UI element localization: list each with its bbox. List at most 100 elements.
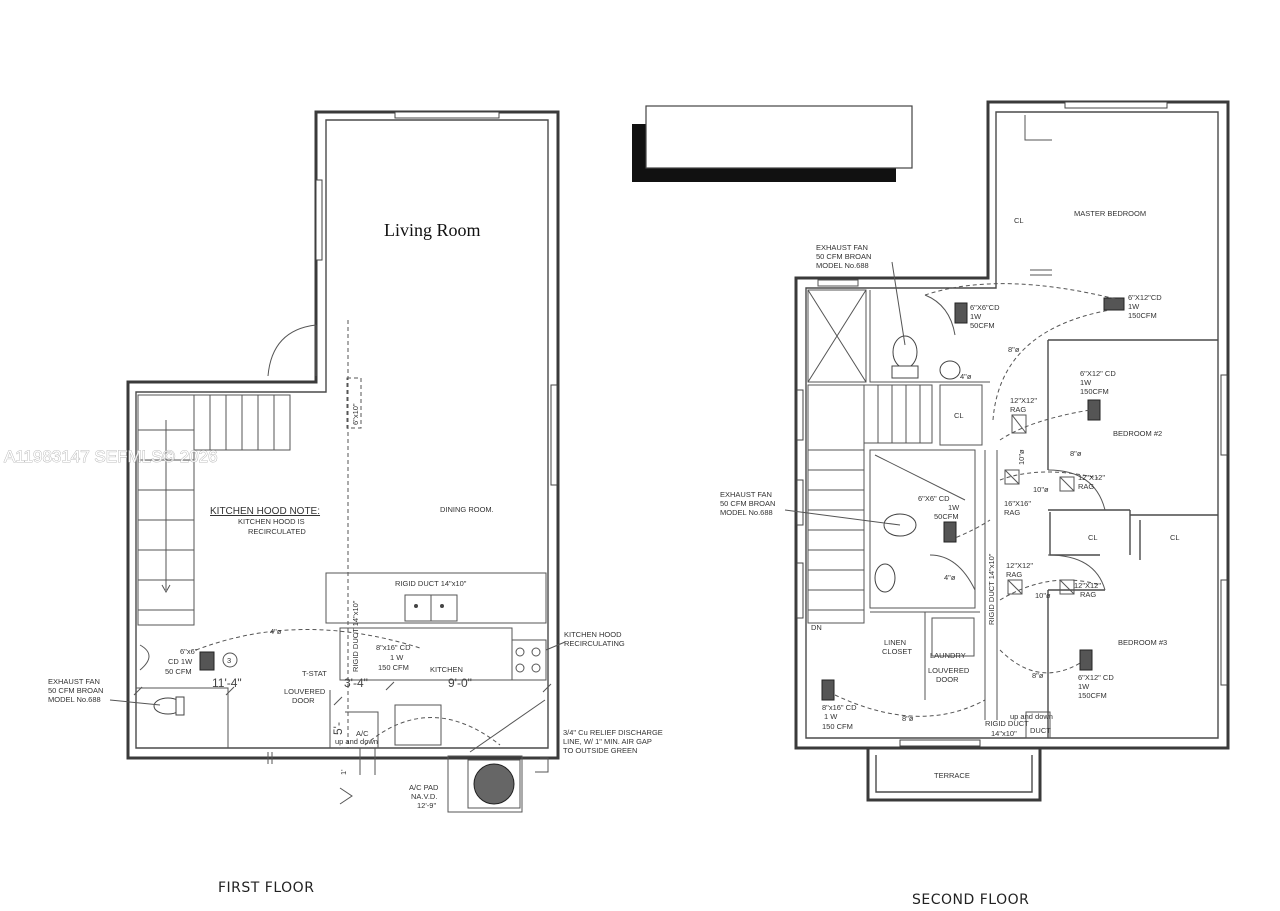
rag-2-line-2: RAG [1078,482,1094,491]
kitchen-label: KITCHEN [430,665,463,674]
bed3-cd-line-2: 1W [1078,682,1090,691]
bed2-cd-line-3: 150CFM [1080,387,1109,396]
duct-label: DUCT [1030,726,1051,735]
bed3-cd-line-3: 150CFM [1078,691,1107,700]
duct-10-vertical: 10"ø [1017,449,1026,465]
kitchen-hood-note-line-2: RECIRCULATED [248,527,306,536]
upper-cd-6x6-line-1: 6"X6"CD [970,303,1000,312]
master-cd-line-3: 150CFM [1128,311,1157,320]
duct-8-b: 8"ø [1070,449,1082,458]
first-floor-up-and-down: up and down [335,737,378,746]
rag-16-line-2: RAG [1004,508,1020,517]
relief-discharge-line-3: TO OUTSIDE GREEN [563,746,637,755]
relief-discharge-line-2: LINE, W/ 1" MIN. AIR GAP [563,737,652,746]
first-floor-exhaust-fan-line-3: MODEL No.688 [48,695,101,704]
lower-cd-6x6-line-1: 6"X6" CD [918,494,950,503]
duct-10-b: 10"ø [1035,591,1051,600]
second-floor-rigid-duct-vertical: RIGID DUCT 14"x10" [987,553,996,625]
master-cd-line-2: 1W [1128,302,1140,311]
dimension-1: 1' [339,769,348,775]
master-closet-label: CL [1014,216,1024,225]
first-floor-cd-6x6-line-1: 6"x6" [180,647,198,656]
rag-2-line-1: 12"X12" [1078,473,1105,482]
kitchen-hood-recirc-line-2: RECIRCULATING [564,639,625,648]
ac-pad-line-1: A/C PAD [409,783,439,792]
second-floor-stairs [807,384,933,624]
first-floor-circle-number: 3 [227,656,231,665]
laundry-label: LAUNDRY [930,651,966,660]
lower-cd-6x6-line-2: 1W [948,503,960,512]
second-floor-cd-8x16-line-2: 1 W [824,712,838,721]
rag-1-line-1: 12"X12" [1010,396,1037,405]
duct-8-d: 8"ø [902,714,914,723]
lower-exhaust-fan-line-2: 50 CFM BROAN [720,499,775,508]
kitchen-hood-note-heading: KITCHEN HOOD NOTE: [210,506,320,517]
second-floor-up-and-down: up and down [1010,712,1053,721]
rigid-duct-vertical-label: RIGID DUCT 14"x10" [351,600,360,672]
duct-4-a: 4"ø [960,372,972,381]
second-floor-louvered-door-line-1: LOUVERED [928,666,970,675]
bedroom-2-label: BEDROOM #2 [1113,429,1162,438]
lower-exhaust-fan-line-3: MODEL No.688 [720,508,773,517]
stairs-down-label: DN [811,623,822,632]
first-floor-cd-6x6-line-3: 50 CFM [165,667,192,676]
second-floor-cd-8x16-line-1: 8"x16" CD [822,703,857,712]
first-floor-exhaust-fan-line-1: EXHAUST FAN [48,677,100,686]
first-floor-cd-8x16-line-2: 1 W [390,653,404,662]
rag-3-line-2: RAG [1006,570,1022,579]
second-floor-cd-8x16-line-3: 150 CFM [822,722,853,731]
second-floor-title: SECOND FLOOR [912,892,1029,908]
linen-closet-line-2: CLOSET [882,647,912,656]
first-floor-plan [126,110,560,813]
terrace-label: TERRACE [934,771,970,780]
duct-4-b: 4"ø [944,573,956,582]
master-cd-line-1: 6"X12"CD [1128,293,1162,302]
upper-exhaust-fan-line-1: EXHAUST FAN [816,243,868,252]
upper-exhaust-fan-line-3: MODEL No.688 [816,261,869,270]
linen-closet-line-1: LINEN [884,638,906,647]
rigid-duct-horizontal-label: RIGID DUCT 14"x10" [395,579,467,588]
duct-10-a: 10"ø [1033,485,1049,494]
rag-1-line-2: RAG [1010,405,1026,414]
relief-discharge-line-1: 3/4" Cu RELIEF DISCHARGE [563,728,663,737]
rag-4-line-2: RAG [1080,590,1096,599]
first-floor-exhaust-fan-line-2: 50 CFM BROAN [48,686,103,695]
lower-cd-6x6-line-3: 50CFM [934,512,959,521]
mls-watermark: A11983147 SEFMLS© 2026 [4,447,218,466]
stair-closet-label: CL [954,411,964,420]
first-floor-louvered-door-line-1: LOUVERED [284,687,326,696]
rigid-duct-bottom-line-1: RIGID DUCT [985,719,1029,728]
bed2-cd-line-2: 1W [1080,378,1092,387]
duct-drop-label: 6"x10" [351,403,360,425]
kitchen-hood-recirc-line-1: KITCHEN HOOD [564,630,622,639]
first-floor-title: FIRST FLOOR [218,880,314,896]
ac-pad-line-2: NA.V.D. [411,792,437,801]
rag-16-line-1: 16"X16" [1004,499,1031,508]
bed3-cd-line-1: 6"X12" CD [1078,673,1114,682]
ac-pad-line-3: 12'-9" [417,801,436,810]
duct-8-a: 8"ø [1008,345,1020,354]
dimension-9-0: 9'-0" [448,676,472,690]
first-floor-cd-6x6-line-2: CD 1W [168,657,193,666]
second-floor-plan [632,100,1230,802]
first-floor-cd-8x16-line-1: 8"x16" CD [376,643,411,652]
dimension-5: 5'- [331,722,345,735]
bed3-closet-label: CL [1170,533,1180,542]
upper-cd-6x6-line-3: 50CFM [970,321,995,330]
upper-cd-6x6-line-2: 1W [970,312,982,321]
rigid-duct-bottom-line-2: 14"x10" [991,729,1017,738]
tstat-label: T-STAT [302,669,327,678]
rag-3-line-1: 12"X12" [1006,561,1033,570]
dimension-11-4: 11'-4" [212,676,242,690]
first-floor-cd-8x16-line-3: 150 CFM [378,663,409,672]
second-floor-louvered-door-line-2: DOOR [936,675,959,684]
bed2-closet-label: CL [1088,533,1098,542]
first-floor-ac-label: A/C [356,729,369,738]
duct-8-c: 8"ø [1032,671,1044,680]
lower-exhaust-fan-line-1: EXHAUST FAN [720,490,772,499]
upper-exhaust-fan-line-2: 50 CFM BROAN [816,252,871,261]
bedroom-3-label: BEDROOM #3 [1118,638,1167,647]
dining-room-label: DINING ROOM. [440,505,494,514]
first-floor-louvered-door-line-2: DOOR [292,696,315,705]
